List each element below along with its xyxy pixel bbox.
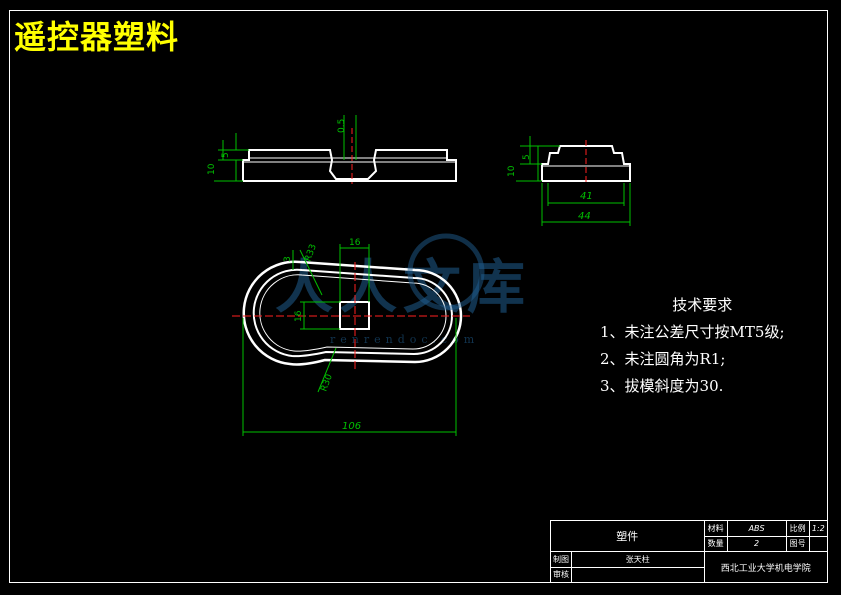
watermark-logo-icon: [407, 233, 485, 311]
technical-note-2: 2、未注圆角为R1;: [600, 350, 726, 368]
dim-side-left-5: 5: [522, 154, 532, 160]
dim-front-left-5: 5: [221, 152, 231, 158]
dim-front-top-05: 0.5: [337, 119, 347, 133]
dim-side-41: 41: [580, 191, 593, 202]
watermark-url: renrendoc.com: [330, 333, 480, 346]
title-block: 塑件 材料 ABS 比例 1:2 数量 2 图号 制图 张天柱 西北工业大学机电…: [550, 520, 829, 583]
side-view-dims: [516, 136, 631, 226]
plan-view-inner-outline: [252, 268, 453, 358]
tb-qty-label: 数量: [703, 535, 728, 552]
dim-plan-left: 16: [294, 310, 304, 322]
tb-material-label: 材料: [703, 520, 728, 537]
dim-front-left-10: 10: [207, 163, 217, 175]
tb-material-value: ABS: [726, 520, 787, 537]
plan-view-dims: [242, 244, 457, 436]
tb-designer-label: 制图: [550, 551, 572, 568]
dim-plan-r30: R30: [319, 373, 335, 393]
dim-side-left-10: 10: [507, 165, 517, 177]
technical-notes: 技术要求 1、未注公差尺寸按MT5级; 2、未注圆角为R1; 3、拔模斜度为30…: [600, 292, 785, 400]
tb-drawing-no-label: 图号: [785, 535, 810, 552]
front-view-outline: [242, 149, 457, 182]
tb-qty-value: 2: [726, 535, 787, 552]
drawing-title: 遥控器塑料: [14, 18, 180, 56]
plan-view: [242, 260, 463, 366]
tb-scale-label: 比例: [785, 520, 810, 537]
tb-checker-label: 审核: [550, 566, 572, 583]
plan-view-outer-outline: [242, 260, 463, 366]
dim-plan-top: 16: [349, 238, 361, 248]
tb-designer-name: 张天柱: [571, 551, 705, 568]
dim-side-44: 44: [578, 211, 591, 222]
side-view: [541, 145, 631, 182]
tb-part-name: 塑件: [550, 520, 705, 552]
dim-plan-r33: R33: [303, 243, 318, 263]
tb-drawing-no-value: [808, 535, 829, 552]
front-view-dims: [214, 115, 357, 182]
dim-plan-3: 3: [283, 256, 293, 262]
tb-school: 西北工业大学机电学院: [703, 551, 829, 583]
dim-plan-106: 106: [342, 421, 361, 432]
front-view: [242, 149, 457, 182]
tb-checker-name: [571, 566, 705, 583]
technical-note-1: 1、未注公差尺寸按MT5级;: [600, 323, 785, 341]
plan-view-rim-outline: [259, 274, 447, 352]
plan-view-centerlines: [232, 262, 470, 372]
drawing-frame: [9, 10, 828, 583]
technical-note-3: 3、拔模斜度为30.: [600, 377, 724, 395]
side-view-outline: [541, 145, 631, 182]
technical-notes-heading: 技术要求: [672, 296, 733, 314]
tb-scale-value: 1:2: [808, 520, 829, 537]
